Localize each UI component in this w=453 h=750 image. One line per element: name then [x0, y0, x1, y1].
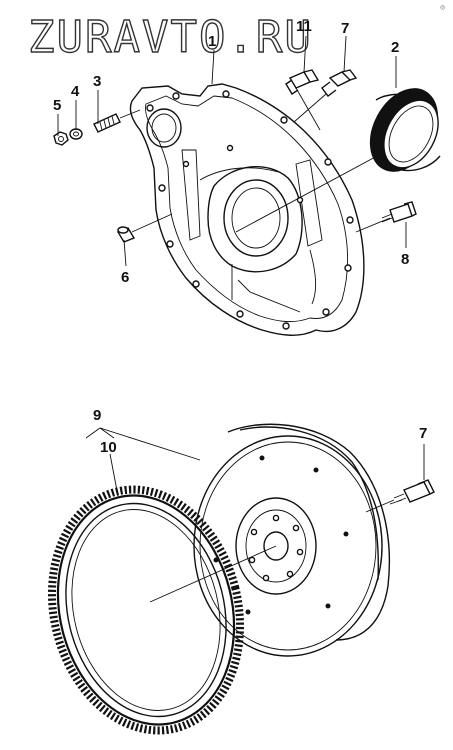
corner-mark-icon: ◎ — [440, 5, 445, 11]
callout-6: 6 — [121, 269, 129, 286]
ring-gear — [47, 485, 245, 735]
housing-bolt-holes — [146, 90, 354, 330]
callout-5: 5 — [53, 97, 61, 114]
dowel-pin-6 — [116, 213, 173, 243]
callout-numbers: 1 2 3 4 5 6 7 8 9 10 11 7 — [53, 18, 427, 456]
callout-4: 4 — [71, 83, 80, 100]
bolt-11 — [285, 69, 321, 131]
flywheel-assembly — [149, 423, 391, 657]
washer-4 — [69, 128, 83, 140]
nut-5 — [53, 131, 69, 146]
flywheel-rim-holes — [213, 455, 349, 615]
bolt-8 — [355, 201, 417, 233]
callout-2: 2 — [391, 39, 399, 56]
stud-3 — [93, 109, 141, 133]
callout-7-top: 7 — [341, 20, 349, 37]
callout-7-bottom: 7 — [419, 425, 427, 442]
bolt-7-bottom — [365, 479, 435, 513]
bolt-7-top — [293, 69, 358, 123]
leader-lines — [57, 35, 425, 497]
callout-9: 9 — [93, 407, 101, 424]
flywheel-housing — [129, 83, 393, 336]
rear-oil-seal — [369, 88, 441, 172]
callout-1: 1 — [208, 33, 216, 50]
callout-11: 11 — [296, 18, 312, 35]
flywheel-hub-holes — [248, 514, 304, 582]
watermark-text: ZURAVTO.RU — [28, 12, 313, 63]
callout-3: 3 — [93, 73, 101, 90]
callout-8: 8 — [401, 251, 409, 268]
callout-10: 10 — [100, 439, 117, 456]
